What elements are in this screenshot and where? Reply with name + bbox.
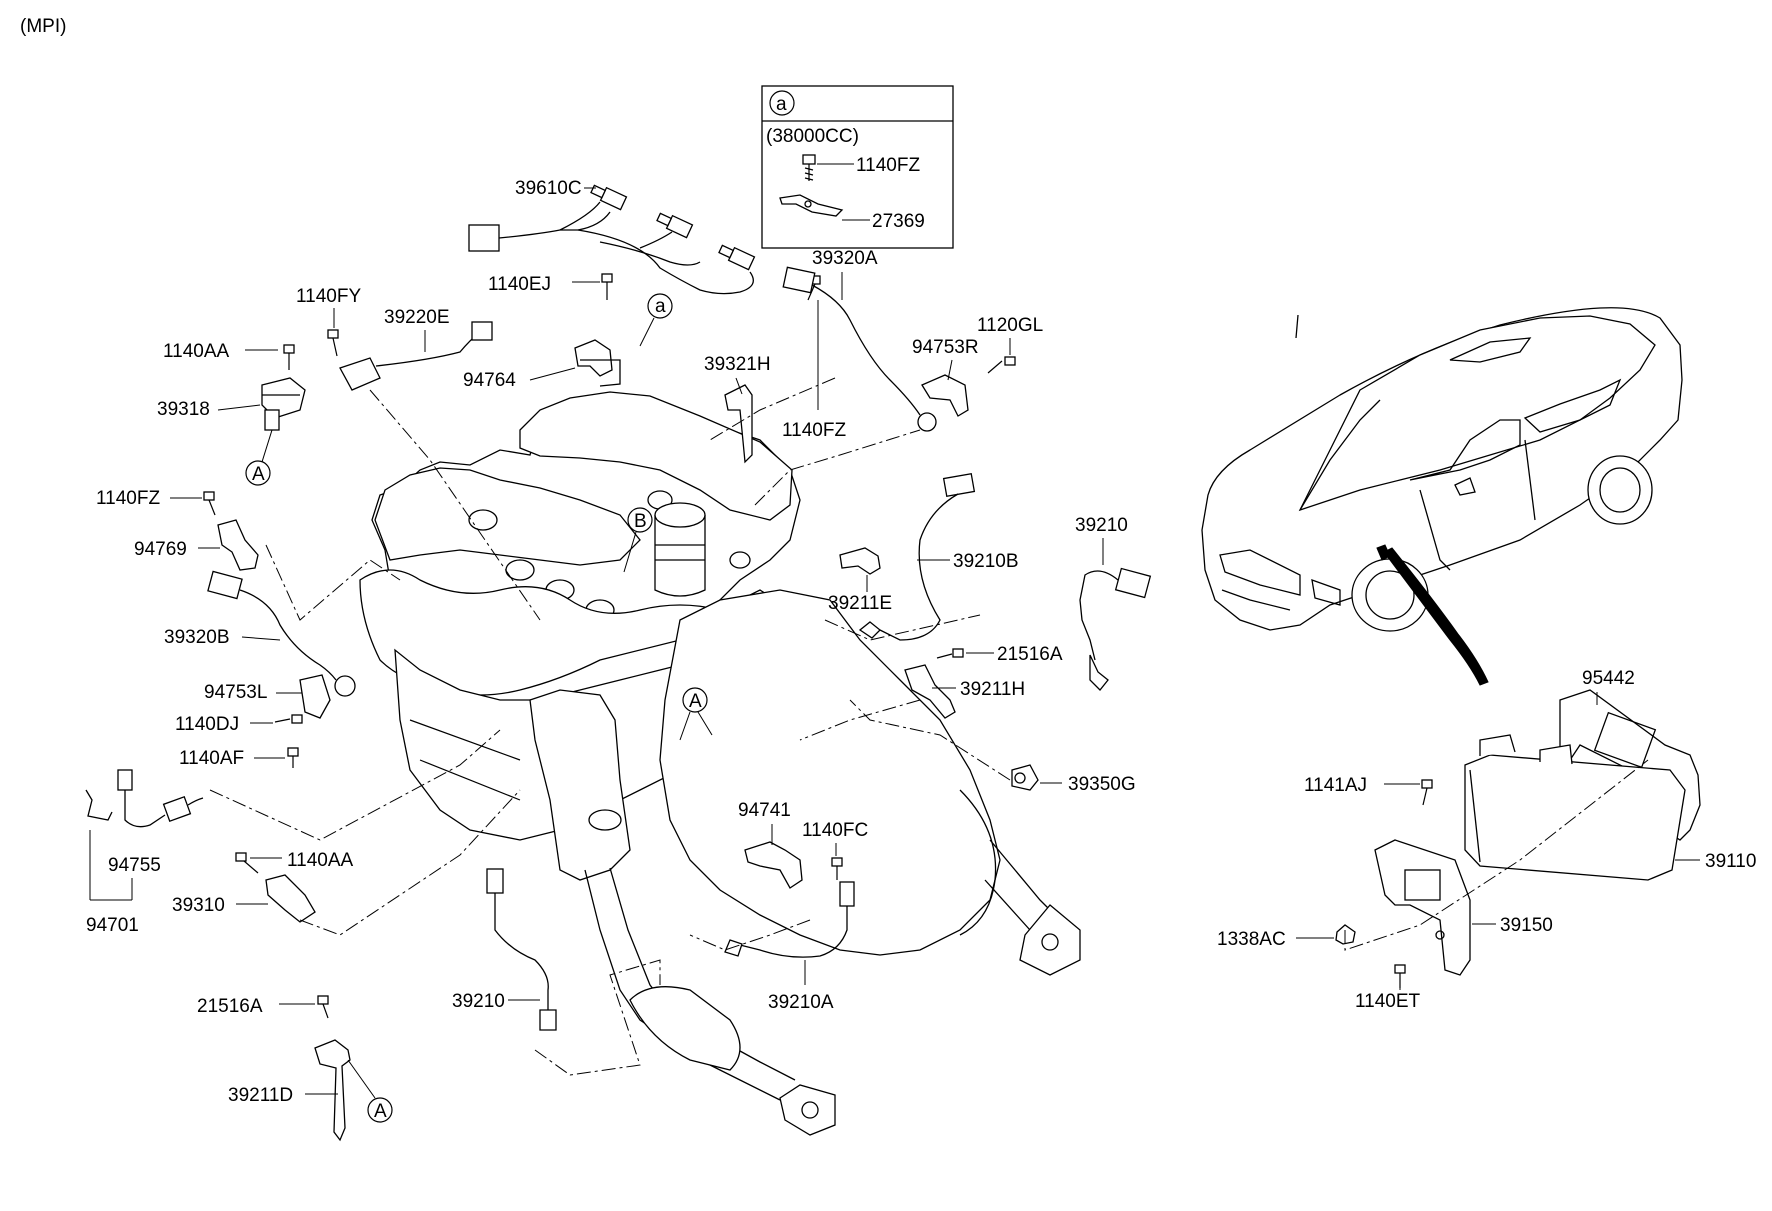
- label-1140FZ-left: 1140FZ: [96, 488, 160, 509]
- label-39110: 39110: [1705, 851, 1756, 872]
- label-39310: 39310: [172, 895, 225, 916]
- o2-sensor-39210B: [839, 472, 976, 641]
- o2-sensor-39210-low: [486, 868, 557, 1031]
- label-39210-right: 39210: [1075, 515, 1128, 536]
- variant-label: (MPI): [20, 16, 66, 37]
- callout-A-3: [682, 687, 708, 713]
- label-39318: 39318: [157, 399, 210, 420]
- exhaust-pipe: [584, 867, 836, 1136]
- callout-A-1: [245, 460, 271, 486]
- label-1140AF: 1140AF: [179, 748, 244, 769]
- bracket-39211H: [904, 648, 964, 719]
- callout-A-2: [367, 1097, 393, 1123]
- bracket-94741: [744, 841, 843, 889]
- bracket-94769: [203, 491, 259, 571]
- label-95442: 95442: [1582, 668, 1635, 689]
- label-1140FC: 1140FC: [802, 820, 868, 841]
- crank-sensor-39310: [235, 852, 316, 923]
- label-39610C: 39610C: [515, 178, 582, 199]
- label-94701: 94701: [86, 915, 139, 936]
- pointer-arrow: [1376, 544, 1489, 686]
- label-94741: 94741: [738, 800, 791, 821]
- label-39220E: 39220E: [384, 307, 450, 328]
- temp-sensor-94755: [85, 769, 204, 828]
- label-94764: 94764: [463, 370, 516, 391]
- cam-sensor-39318: [261, 344, 306, 431]
- label-1140AA-low: 1140AA: [287, 850, 354, 871]
- label-94769: 94769: [134, 539, 187, 560]
- wiring-harness: [468, 184, 756, 295]
- inset-part-1: 1140FZ: [856, 155, 920, 176]
- callout-a-text: a: [655, 296, 666, 317]
- label-39320A: 39320A: [812, 248, 878, 269]
- label-39150: 39150: [1500, 915, 1553, 936]
- car-illustration: [1201, 307, 1683, 632]
- knock-sensor-39320A: [782, 266, 937, 432]
- bracket-94764: [574, 273, 621, 387]
- label-94753L: 94753L: [204, 682, 267, 703]
- label-39211D: 39211D: [228, 1085, 293, 1106]
- inset-assembly: (38000CC): [766, 126, 859, 147]
- callout-a: [647, 293, 673, 319]
- callout-A-1-text: A: [252, 464, 265, 485]
- label-1140ET: 1140ET: [1355, 991, 1421, 1012]
- o2-sensor-39210A: [724, 881, 855, 958]
- label-39210A: 39210A: [768, 992, 834, 1013]
- transmission: [659, 589, 1081, 976]
- label-39350G: 39350G: [1068, 774, 1136, 795]
- label-1140FZ-mid: 1140FZ: [782, 420, 846, 441]
- bracket-94753L: [274, 674, 331, 768]
- callout-A-2-text: A: [374, 1101, 387, 1122]
- inset-badge-circle: [769, 90, 795, 116]
- label-1120GL: 1120GL: [977, 315, 1043, 336]
- bracket-39211D: [314, 995, 351, 1142]
- label-1140DJ: 1140DJ: [175, 714, 239, 735]
- label-94755: 94755: [108, 855, 161, 876]
- callout-B: [627, 507, 653, 533]
- label-1140AA-top: 1140AA: [163, 341, 230, 362]
- knock-sensor-39320B: [207, 570, 356, 697]
- label-1140FY: 1140FY: [296, 286, 361, 307]
- label-39210-low: 39210: [452, 991, 505, 1012]
- dashed-leaders: [209, 377, 1011, 1076]
- label-39210B: 39210B: [953, 551, 1019, 572]
- callout-B-text: B: [634, 511, 647, 532]
- inset-box: a (38000CC) 1140FZ 27369: [761, 85, 954, 249]
- sensor-39220E: [327, 321, 493, 391]
- label-21516A-mid: 21516A: [997, 644, 1063, 665]
- bracket-94753R: [921, 356, 1016, 417]
- sensor-39350G: [1011, 764, 1039, 791]
- label-39211H: 39211H: [960, 679, 1025, 700]
- label-39320B: 39320B: [164, 627, 230, 648]
- label-1338AC: 1338AC: [1217, 929, 1286, 950]
- callout-A-3-text: A: [689, 691, 702, 712]
- inset-badge: a: [776, 94, 787, 115]
- label-94753R: 94753R: [912, 337, 979, 358]
- label-39321H: 39321H: [704, 354, 771, 375]
- label-1141AJ: 1141AJ: [1304, 775, 1367, 796]
- ecu-assembly: [1335, 689, 1701, 988]
- bolt-icon: [802, 154, 816, 181]
- label-1140EJ: 1140EJ: [488, 274, 551, 295]
- label-39211E: 39211E: [828, 593, 892, 614]
- inset-part-2: 27369: [872, 211, 925, 232]
- o2-sensor-39210-right: [1079, 567, 1152, 691]
- label-21516A-low: 21516A: [197, 996, 263, 1017]
